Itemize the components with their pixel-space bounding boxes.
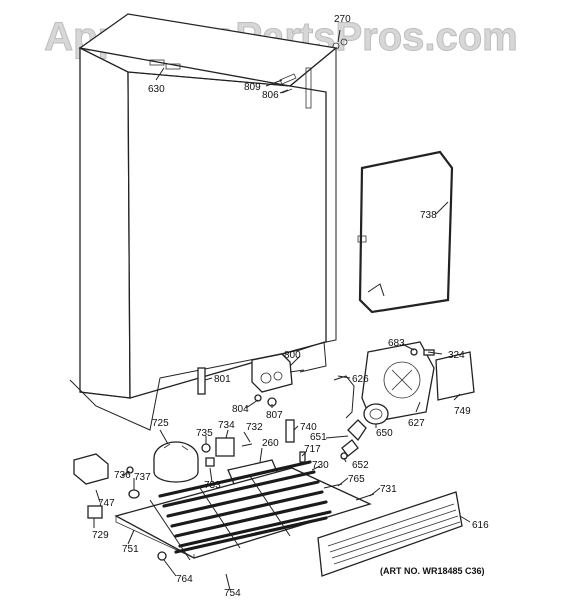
grommet-736 bbox=[126, 466, 134, 474]
label-754: 754 bbox=[224, 588, 241, 599]
screw-764 bbox=[157, 551, 167, 561]
art-number-note: (ART NO. WR18485 C36) bbox=[380, 566, 485, 576]
fitting-801 bbox=[197, 367, 206, 395]
label-749: 749 bbox=[454, 406, 471, 417]
label-740: 740 bbox=[300, 422, 317, 433]
label-732: 732 bbox=[246, 422, 263, 433]
label-737: 737 bbox=[134, 472, 151, 483]
label-616: 616 bbox=[472, 520, 489, 531]
part-labels: 270 630 809 806 738 683 324 800 801 626 … bbox=[92, 14, 489, 599]
label-806: 806 bbox=[262, 90, 279, 101]
label-725: 725 bbox=[152, 418, 169, 429]
condenser-coil-754 bbox=[149, 460, 332, 561]
label-731: 731 bbox=[380, 484, 397, 495]
fan-motor-650 bbox=[363, 403, 389, 425]
label-652: 652 bbox=[352, 460, 369, 471]
label-751: 751 bbox=[122, 544, 139, 555]
water-valve-800 bbox=[251, 353, 305, 393]
label-735: 735 bbox=[196, 428, 213, 439]
label-626: 626 bbox=[352, 374, 369, 385]
label-630: 630 bbox=[148, 84, 165, 95]
label-717: 717 bbox=[304, 444, 321, 455]
bracket-747 bbox=[73, 453, 109, 485]
label-807: 807 bbox=[266, 410, 283, 421]
part-732 bbox=[241, 443, 253, 447]
part-735 bbox=[201, 443, 211, 453]
label-627: 627 bbox=[408, 418, 425, 429]
screw-683 bbox=[410, 348, 418, 356]
compressor-725 bbox=[153, 441, 199, 483]
label-650: 650 bbox=[376, 428, 393, 439]
label-260: 260 bbox=[262, 438, 279, 449]
part-733 bbox=[205, 457, 215, 467]
label-730: 730 bbox=[312, 460, 329, 471]
heater-loop-738 bbox=[357, 150, 454, 314]
label-270: 270 bbox=[334, 14, 351, 25]
cover-749 bbox=[435, 351, 475, 401]
label-736: 736 bbox=[114, 470, 131, 481]
label-747: 747 bbox=[98, 498, 115, 509]
fan-bracket-627 bbox=[361, 341, 435, 423]
label-651: 651 bbox=[310, 432, 327, 443]
label-738: 738 bbox=[420, 210, 437, 221]
label-765: 765 bbox=[348, 474, 365, 485]
label-800: 800 bbox=[284, 350, 301, 361]
label-729: 729 bbox=[92, 530, 109, 541]
relay-734 bbox=[215, 437, 235, 457]
label-801: 801 bbox=[214, 374, 231, 385]
label-734: 734 bbox=[218, 420, 235, 431]
wire-626 bbox=[333, 375, 355, 419]
part-717 bbox=[299, 451, 306, 463]
label-324: 324 bbox=[448, 350, 465, 361]
label-683: 683 bbox=[388, 338, 405, 349]
thermostat-740 bbox=[285, 419, 295, 443]
label-764: 764 bbox=[176, 574, 193, 585]
fan-blade-651 bbox=[341, 419, 367, 457]
rear-grille-616 bbox=[317, 491, 463, 577]
label-804: 804 bbox=[232, 404, 249, 415]
part-729 bbox=[87, 505, 103, 519]
part-737 bbox=[128, 489, 140, 499]
cabinet-case bbox=[69, 13, 348, 431]
leader-lines bbox=[93, 29, 471, 591]
part-804 bbox=[254, 394, 262, 402]
label-733: 733 bbox=[204, 480, 221, 491]
label-809: 809 bbox=[244, 82, 261, 93]
